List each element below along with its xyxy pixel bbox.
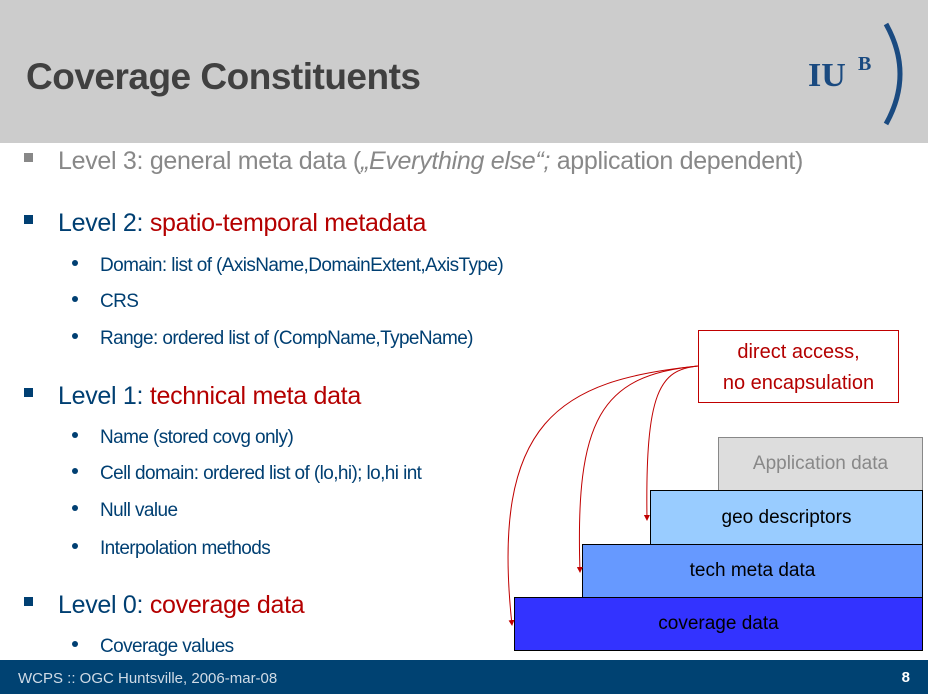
sub-text: Cell domain: ordered list of (lo,hi); lo…	[100, 463, 422, 484]
level-label: Level 1:	[58, 382, 144, 410]
sub-text: Null value	[100, 500, 178, 521]
bullet-icon	[72, 467, 78, 474]
direct-access-callout: direct access, no encapsulation	[698, 330, 899, 403]
footer-text: WCPS :: OGC Huntsville, 2006-mar-08	[18, 670, 278, 687]
sub-bullet: Range: ordered list of (CompName,TypeNam…	[72, 328, 474, 350]
sub-text: Domain: list of (AxisName,DomainExtent,A…	[100, 255, 504, 276]
bullet-icon	[72, 259, 78, 266]
slide-header: Coverage Constituents IU B	[0, 0, 928, 143]
sub-bullet: Name (stored covg only)	[72, 427, 294, 449]
page-number: 8	[901, 669, 910, 686]
bullet-icon	[72, 431, 78, 438]
sub-bullet: Interpolation methods	[72, 538, 271, 560]
layer-application-data: Application data	[718, 437, 923, 491]
sub-bullet: Coverage values	[72, 636, 234, 658]
square-bullet-icon	[24, 152, 33, 162]
layer-coverage-data: coverage data	[514, 597, 923, 651]
square-bullet-icon	[24, 387, 33, 397]
svg-text:IU: IU	[808, 57, 846, 94]
iub-logo: IU B	[808, 22, 903, 126]
level-1-bullet: Level 1: technical meta data	[24, 382, 361, 411]
callout-line: direct access,	[737, 341, 860, 363]
bullet-icon	[72, 332, 78, 339]
bullet-icon	[72, 542, 78, 549]
level-italic: „Everything else“;	[360, 147, 551, 175]
sub-bullet: CRS	[72, 291, 139, 313]
sub-text: Interpolation methods	[100, 538, 271, 559]
arrow-to-geo	[643, 365, 699, 521]
level-3-bullet: Level 3: general meta data („Everything …	[24, 147, 803, 176]
square-bullet-icon	[24, 214, 33, 224]
level-text: coverage data	[149, 591, 305, 619]
level-label: Level 2:	[58, 209, 144, 237]
slide-title: Coverage Constituents	[26, 56, 421, 97]
level-text: technical meta data	[149, 382, 361, 410]
level-0-bullet: Level 0: coverage data	[24, 591, 305, 620]
sub-text: CRS	[100, 291, 139, 312]
sub-bullet: Domain: list of (AxisName,DomainExtent,A…	[72, 255, 504, 277]
bullet-icon	[72, 295, 78, 302]
sub-text: Range: ordered list of (CompName,TypeNam…	[100, 328, 474, 349]
level-label: Level 0:	[58, 591, 144, 619]
layer-tech-meta-data: tech meta data	[582, 544, 923, 598]
sub-text: Coverage values	[100, 636, 234, 657]
level-text: general meta data (	[149, 147, 361, 175]
sub-bullet: Null value	[72, 500, 178, 522]
level-label: Level 3:	[58, 147, 144, 175]
level-text: spatio-temporal metadata	[149, 209, 427, 237]
layer-geo-descriptors: geo descriptors	[650, 490, 923, 545]
arrow-to-coverage	[507, 365, 699, 626]
square-bullet-icon	[24, 596, 33, 606]
arrow-to-tech	[576, 365, 699, 573]
slide-footer: WCPS :: OGC Huntsville, 2006-mar-08 8	[0, 660, 928, 694]
sub-text: Name (stored covg only)	[100, 427, 294, 448]
sub-bullet: Cell domain: ordered list of (lo,hi); lo…	[72, 463, 422, 485]
level-2-bullet: Level 2: spatio-temporal metadata	[24, 209, 426, 238]
callout-line: no encapsulation	[722, 372, 875, 394]
bullet-icon	[72, 640, 78, 647]
bullet-icon	[72, 504, 78, 511]
level-rest: application dependent)	[550, 147, 804, 175]
svg-text:B: B	[858, 53, 871, 75]
